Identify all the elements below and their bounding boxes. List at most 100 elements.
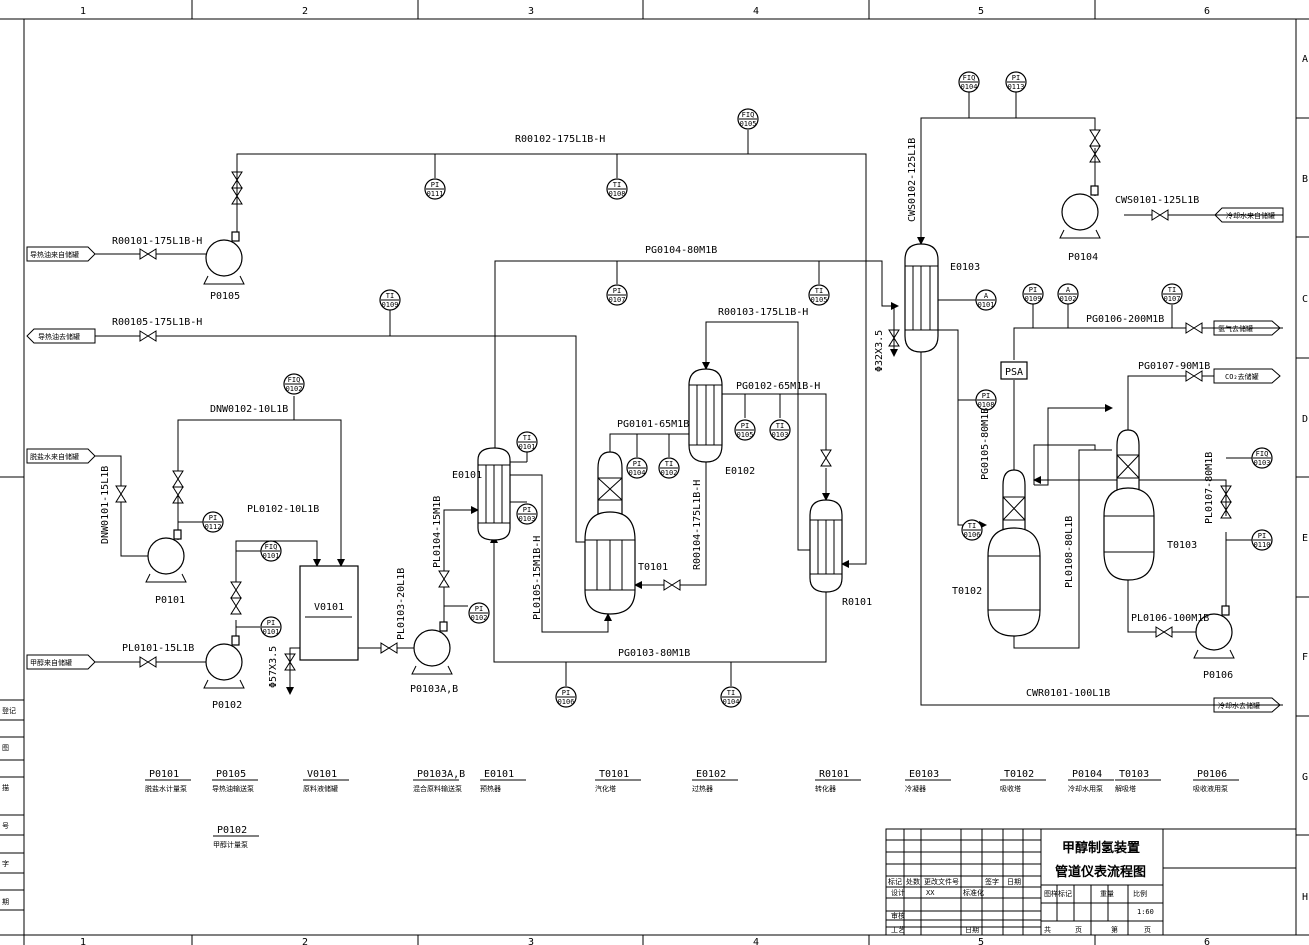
co2-out-label: CO₂去储罐 — [1225, 372, 1259, 381]
pipe-label: PL0106-100M1B — [1131, 613, 1209, 624]
instrument-type: PI — [523, 506, 531, 514]
row-label: F — [1302, 652, 1308, 663]
instrument-type: TI — [968, 522, 976, 530]
valve — [139, 330, 157, 342]
tb-process: 工艺 — [891, 926, 905, 934]
instrument-type: PI — [267, 619, 275, 627]
tb-header: 签字 — [985, 877, 999, 886]
instrument-type: PI — [1029, 286, 1037, 294]
legend-name: 混合原料输送泵 — [413, 784, 462, 793]
co2-out-arrow — [1213, 368, 1281, 384]
instrument-number: 0110 — [1254, 541, 1271, 549]
legend-name: 解吸塔 — [1115, 784, 1136, 793]
col-label: 4 — [753, 6, 759, 17]
tb-scale: 1:60 — [1137, 908, 1154, 916]
pipe-label: R00105-175L1B-H — [112, 317, 202, 328]
valve — [380, 642, 398, 654]
instrument-type: TI — [727, 689, 735, 697]
valve — [1089, 129, 1101, 147]
tower-t0101 — [584, 451, 636, 615]
valve — [438, 570, 450, 588]
legend-tag: T0101 — [599, 769, 629, 780]
pipe-label: R00104-175L1B-H — [692, 480, 703, 570]
valve — [139, 248, 157, 260]
pipe-label: PL0108-80L1B — [1064, 516, 1075, 588]
instrument-number: 0102 — [286, 385, 303, 393]
pipe-label: CWS0101-125L1B — [1115, 195, 1199, 206]
equip-tag: P0103A,B — [410, 684, 458, 695]
instrument-number: 0104 — [961, 83, 978, 91]
offpage-connectors: 导热油来自储罐 导热油去储罐 脱盐水来自储罐 甲醇来自储罐 冷却水来自储罐 氢气… — [26, 207, 1284, 713]
valve — [231, 187, 243, 205]
tb-total: 共 — [1044, 925, 1051, 934]
h2-out-arrow — [1213, 320, 1281, 336]
valve — [1151, 209, 1169, 221]
instrument-number: 0106 — [558, 698, 575, 706]
equip-tag: P0104 — [1068, 252, 1098, 263]
equipment-legend: P0101脱盐水计量泵P0105导热油输送泵P0102甲醇计量泵V0101原料液… — [145, 769, 1239, 849]
valve — [172, 486, 184, 504]
equip-tag: R0101 — [842, 597, 872, 608]
exchanger-e0102 — [688, 368, 723, 463]
instrument-number: 0102 — [471, 614, 488, 622]
instrument-type: PI — [209, 514, 217, 522]
equipment-tags: P0105 P0101 P0102 V0101 P0103A,B E0101 T… — [155, 252, 1233, 711]
valve — [820, 449, 832, 467]
instrument-type: PI — [982, 392, 990, 400]
tb-header: 更改文件号 — [924, 877, 959, 886]
tb-std: 标准化 — [963, 888, 984, 897]
valves — [115, 129, 1232, 671]
row-label: A — [1302, 54, 1308, 65]
pump-p0104 — [1059, 185, 1101, 239]
legend-name: 吸收液用泵 — [1193, 784, 1228, 793]
tb-header: 处数 — [906, 877, 920, 886]
instrument-type: PI — [1258, 532, 1266, 540]
legend-tag: P0103A,B — [417, 769, 465, 780]
strip-label: 描 — [2, 783, 9, 792]
instrument-type: A — [1066, 286, 1071, 294]
methanol-in-arrow — [26, 654, 96, 670]
equip-tag: T0103 — [1167, 540, 1197, 551]
condenser-e0103 — [904, 243, 939, 353]
pipe-label: PL0103-20L1B — [396, 568, 407, 640]
valve — [115, 485, 127, 503]
instrument-type: A — [984, 292, 989, 300]
col-label: 1 — [80, 937, 86, 945]
pump-p0103 — [411, 621, 453, 675]
legend-tag: P0101 — [149, 769, 179, 780]
tower-t0102 — [987, 469, 1041, 637]
instrument-number: 0108 — [978, 401, 995, 409]
legend-tag: E0103 — [909, 769, 939, 780]
equip-tag: P0105 — [210, 291, 240, 302]
pipe-label: PG0107-90M1B — [1138, 361, 1210, 372]
title-line-1: 甲醇制氢装置 — [1062, 840, 1140, 856]
instrument-type: PI — [475, 605, 483, 613]
tower-t0103 — [1103, 429, 1155, 581]
tb-review: 审核 — [891, 911, 905, 920]
instrument-number: 0104 — [723, 698, 740, 706]
col-label: 3 — [528, 937, 534, 945]
instrument-number: 0101 — [263, 552, 280, 560]
instrument-number: 0103 — [519, 515, 536, 523]
legend-name: 原料液储罐 — [303, 784, 338, 793]
instrument-type: FIQ — [265, 543, 278, 551]
equip-tag: P0102 — [212, 700, 242, 711]
cw-out-arrow — [1213, 697, 1281, 713]
pump-p0101 — [145, 529, 187, 583]
tb-page-word: 页 — [1144, 926, 1151, 934]
equip-tag: T0102 — [952, 586, 982, 597]
row-label: G — [1302, 772, 1308, 783]
